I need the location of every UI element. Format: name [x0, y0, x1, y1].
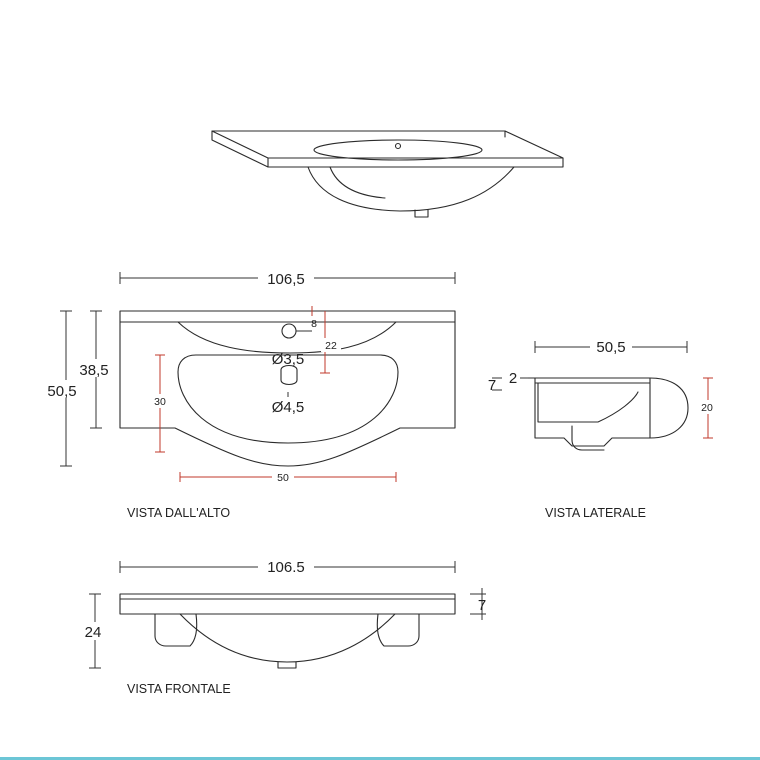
side-depth-label: 50,5	[596, 339, 625, 356]
top-tap-hole-label: Ø3,5	[272, 351, 305, 368]
front-basin-body	[179, 613, 396, 663]
bottom-accent-bar	[0, 757, 760, 760]
front-width-label-bg	[258, 557, 314, 575]
top-basin-back-arc	[177, 321, 397, 354]
top-drain-hole-label: Ø4,5	[272, 399, 305, 416]
front-rim-label: 7	[478, 597, 486, 614]
perspective-basin-opening	[313, 139, 483, 161]
front-height-label-bg	[80, 622, 106, 640]
top-outer-height-label-bg	[42, 380, 82, 398]
top-countertop-outline	[119, 310, 456, 467]
top-inner-height-label: 38,5	[79, 362, 108, 379]
top-width-label-bg	[258, 268, 314, 286]
top-basin-width-label-bg	[272, 470, 294, 484]
perspective-tap-hole	[394, 142, 402, 150]
top-drain	[280, 364, 298, 386]
side-body-outline	[534, 377, 689, 447]
side-basin-inner	[537, 382, 639, 423]
top-width-label: 106,5	[267, 271, 305, 288]
front-right-support	[376, 613, 420, 647]
side-height-label-bg	[698, 400, 718, 414]
side-rim-label: 7	[488, 377, 496, 394]
perspective-view	[211, 130, 564, 218]
front-view-caption: VISTA FRONTALE	[127, 682, 231, 696]
perspective-basin-body	[307, 166, 515, 212]
perspective-drain	[414, 209, 429, 218]
top-inner-height-label-bg	[74, 359, 114, 377]
top-view-caption: VISTA DALL'ALTO	[127, 506, 230, 520]
side-height-label: 20	[701, 402, 713, 414]
front-view: 106.5 24 7 VISTA FRONTALE	[80, 557, 486, 696]
perspective-top-surface	[211, 130, 564, 159]
top-tap-depth-label-bg	[321, 338, 341, 352]
front-countertop	[119, 593, 456, 615]
side-depth-label-bg	[590, 337, 632, 355]
top-tap-offset-label: 8	[311, 318, 317, 330]
side-siphon	[571, 425, 605, 451]
front-drain	[277, 661, 297, 669]
top-tap-depth-label: 22	[325, 340, 337, 352]
front-left-support	[154, 613, 198, 647]
top-view: 106,5 50,5 38,5 30 50	[42, 268, 456, 520]
side-lip-label: 2	[509, 370, 517, 387]
side-view-caption: VISTA LATERALE	[545, 506, 646, 520]
top-tap-hole	[281, 323, 297, 339]
top-basin-height-label-bg	[151, 394, 169, 408]
front-height-label: 24	[85, 624, 102, 641]
top-basin-width-label: 50	[277, 472, 289, 484]
perspective-basin-inner	[329, 166, 386, 199]
side-view: 50,5 7 2 20 VISTA LATERALE	[488, 337, 718, 520]
top-basin-outline	[177, 354, 399, 444]
front-width-label: 106.5	[267, 559, 305, 576]
top-outer-height-label: 50,5	[47, 383, 76, 400]
top-basin-height-label: 30	[154, 396, 166, 408]
